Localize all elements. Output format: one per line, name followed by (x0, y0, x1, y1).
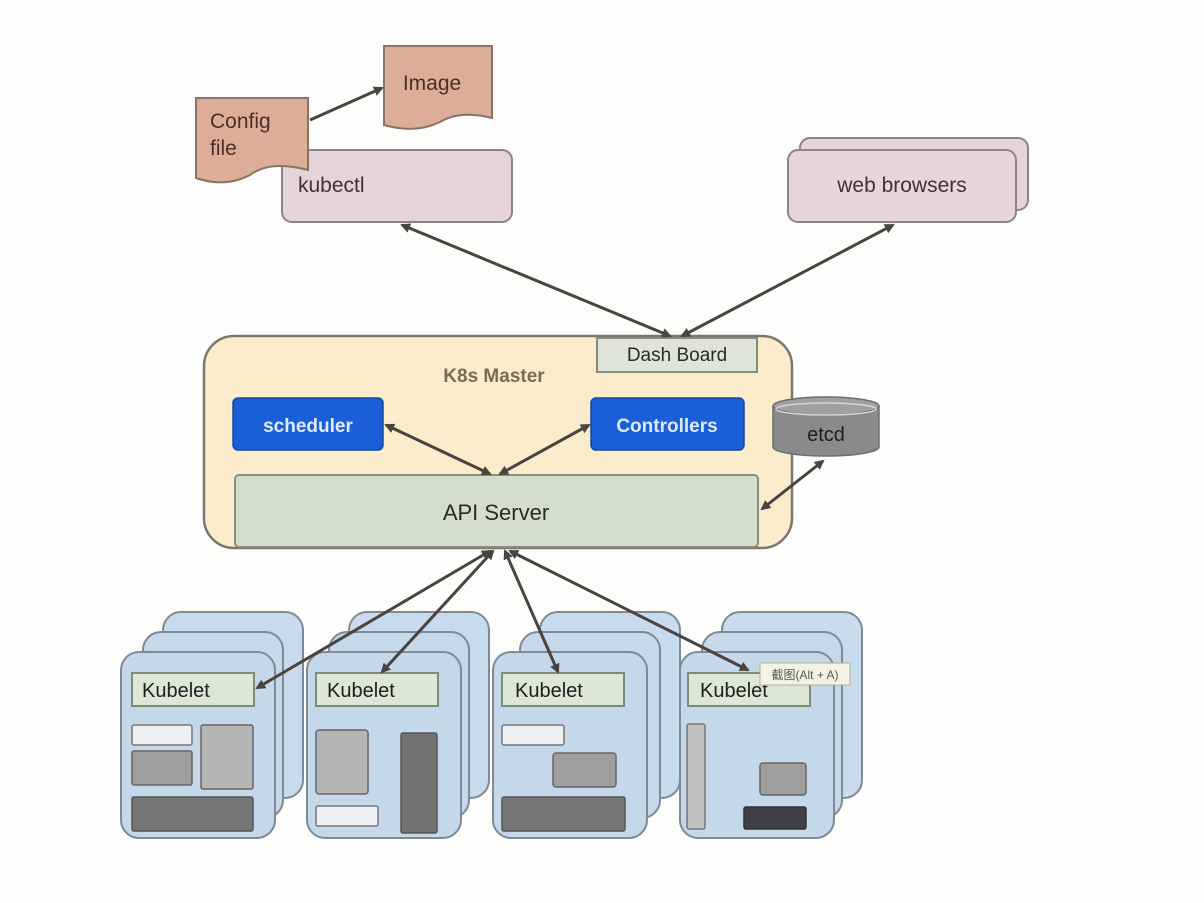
etcd-database-icon: etcd (772, 396, 880, 457)
web-browsers-box: web browsers (787, 137, 1029, 223)
config-file-label-line1: Config (210, 110, 271, 133)
kubelet-2-label: Kubelet (327, 680, 395, 702)
screenshot-tooltip: 截图(Alt + A) (759, 662, 851, 686)
kubelet-3-label: Kubelet (515, 680, 583, 702)
pod-block (131, 724, 193, 746)
kubectl-label: kubectl (298, 174, 365, 197)
pod-block (501, 796, 626, 832)
arrow-kubectl-dashboard (400, 223, 672, 338)
image-document: Image (383, 45, 493, 130)
kubelet-2: Kubelet (315, 672, 439, 707)
pod-block (400, 732, 438, 834)
pod-block (315, 729, 369, 795)
arrow-config-to-image (309, 86, 384, 122)
node-4: Kubelet (679, 611, 863, 839)
image-label: Image (403, 72, 461, 95)
kubelet-4: Kubelet (687, 672, 811, 707)
arrow-api-kubelet-2 (380, 549, 495, 674)
pod-block (501, 724, 565, 746)
arrow-scheduler-api (384, 423, 492, 476)
pod-block (200, 724, 254, 790)
pod-block (552, 752, 617, 788)
scheduler-box: scheduler (232, 397, 384, 451)
arrow-browsers-dashboard (680, 223, 895, 338)
tooltip-text: 截图(Alt + A) (771, 668, 838, 682)
api-server-label: API Server (443, 500, 549, 525)
kubelet-4-label: Kubelet (700, 680, 768, 702)
config-file-label-line2: file (210, 137, 237, 160)
connection-arrows (255, 86, 895, 690)
kubectl-box: kubectl (281, 149, 513, 223)
pod-block (131, 796, 254, 832)
node-3: Kubelet (492, 611, 681, 839)
dashboard-box: Dash Board (596, 337, 758, 373)
pod-block (131, 750, 193, 786)
etcd-label: etcd (807, 424, 845, 446)
pod-block (686, 723, 706, 830)
dashboard-label: Dash Board (627, 345, 727, 366)
pod-block (759, 762, 807, 796)
controllers-label: Controllers (616, 416, 717, 437)
node-1: Kubelet (120, 611, 304, 839)
kubelet-1: Kubelet (131, 672, 255, 707)
k8s-master-title: K8s Master (443, 366, 545, 387)
scheduler-label: scheduler (263, 416, 353, 437)
node-2: Kubelet (306, 611, 490, 839)
api-server-box: API Server (234, 474, 759, 548)
controllers-box: Controllers (590, 397, 745, 451)
arrow-etcd-api (760, 459, 825, 511)
arrow-api-kubelet-4 (508, 549, 750, 672)
kubelet-1-label: Kubelet (142, 680, 210, 702)
pod-block (743, 806, 807, 830)
arrow-controllers-api (498, 423, 591, 476)
kubelet-3: Kubelet (501, 672, 625, 707)
config-file-document: Config file (195, 97, 309, 184)
pod-block (315, 805, 379, 827)
web-browsers-label: web browsers (836, 174, 967, 197)
